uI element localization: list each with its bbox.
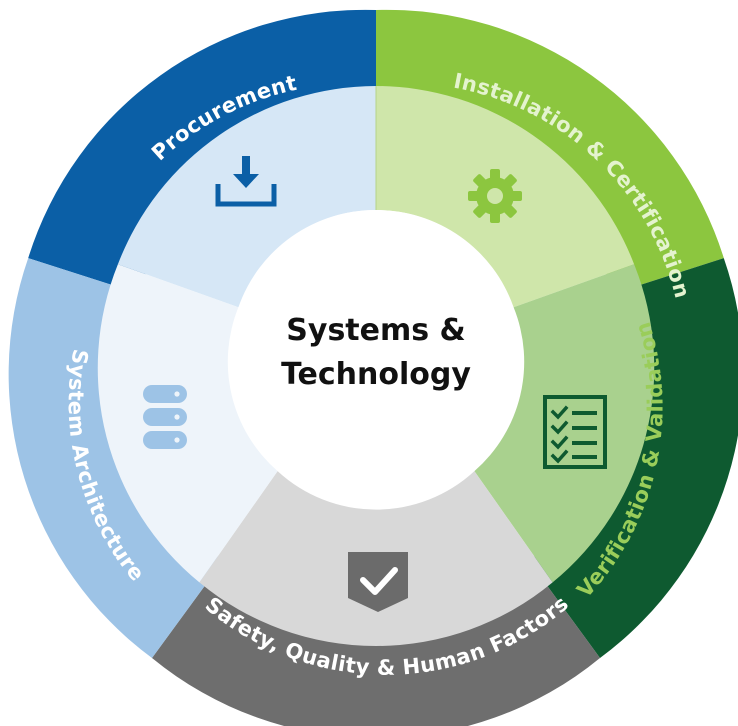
download-icon [215, 156, 277, 207]
database-icon [143, 385, 187, 449]
shield-check-icon [348, 552, 408, 612]
checklist-icon [543, 395, 607, 469]
gear-icon [468, 169, 522, 223]
center-circle [231, 210, 521, 500]
center-title-line1: Systems & [286, 313, 465, 348]
architecture-inner-segment[interactable] [97, 264, 278, 583]
center-title-line2: Technology [281, 357, 471, 392]
procurement-inner-segment[interactable] [117, 86, 377, 308]
